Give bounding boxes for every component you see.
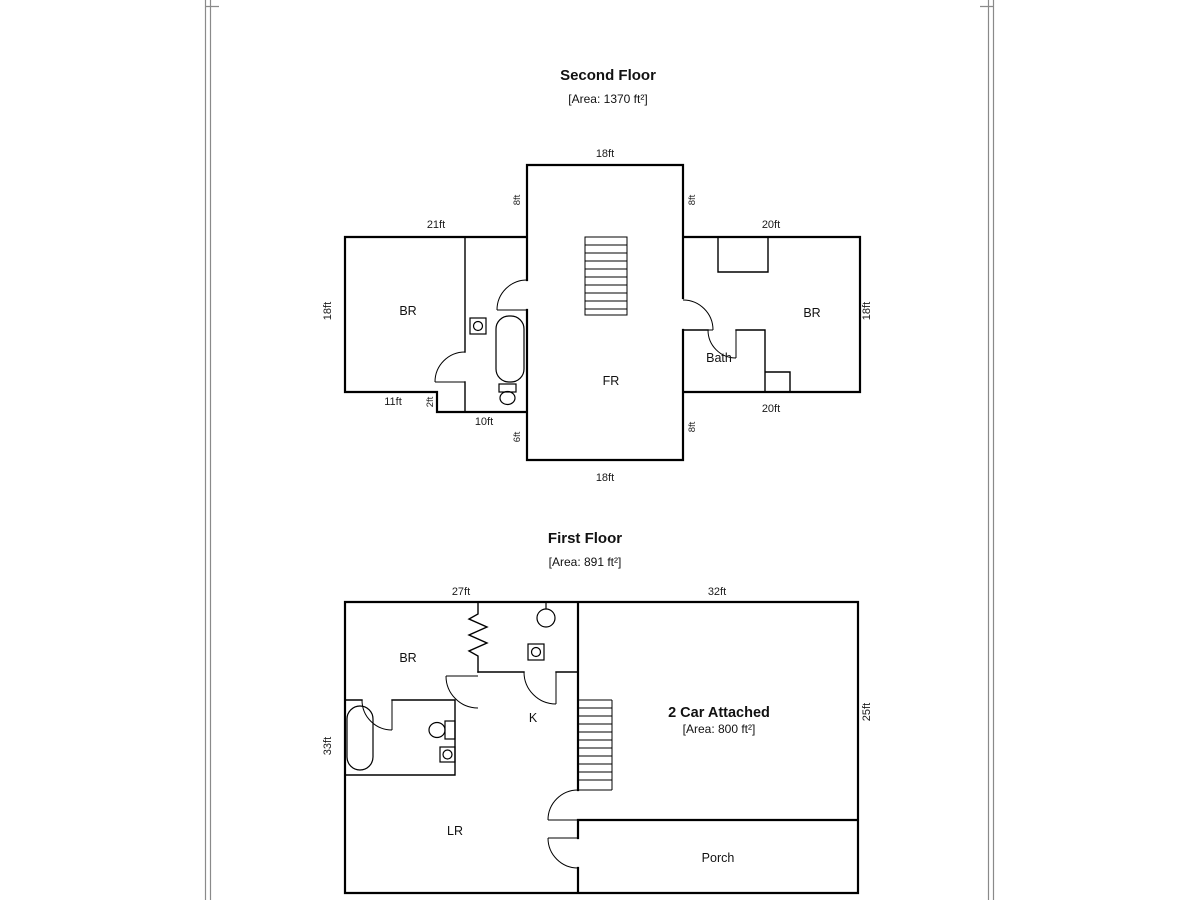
ff-interior-walls <box>344 671 579 776</box>
sf-room-br-right: BR <box>803 306 820 320</box>
sf-bathtub <box>495 315 525 383</box>
sf-dim-left-wing-top: 21ft <box>427 219 445 231</box>
ff-room-labels: BR K LR 2 Car Attached [Area: 800 ft²] P… <box>399 651 770 865</box>
second-floor-area-label: [Area: 1370 ft²] <box>568 92 647 106</box>
ff-room-lr: LR <box>447 824 463 838</box>
sf-dim-core-bottom-right: 8ft <box>687 421 698 432</box>
ff-garage-title: 2 Car Attached <box>668 705 770 721</box>
ff-stairs <box>578 699 613 791</box>
ff-garage-area-label: [Area: 800 ft²] <box>683 722 756 736</box>
page-border <box>204 0 995 900</box>
sf-dim-core-bottom-left: 6ft <box>512 431 523 442</box>
first-floor-title: First Floor <box>548 530 622 547</box>
ff-dim-garage-top: 32ft <box>708 586 726 598</box>
ff-room-kitchen: K <box>529 711 538 725</box>
ff-zigzag-wall <box>467 601 489 673</box>
second-floor-plan: 18ft 18ft 21ft 20ft 18ft 18ft 8ft 8ft 6f… <box>322 148 873 484</box>
ff-water-heater <box>536 608 556 628</box>
ff-utility-sink <box>527 643 545 661</box>
sf-room-fr: FR <box>603 374 620 388</box>
sf-sink <box>469 317 487 335</box>
sf-dim-left-wing-side: 18ft <box>322 302 334 320</box>
second-floor-title: Second Floor <box>560 67 656 84</box>
ff-toilet-bowl <box>428 721 446 739</box>
sf-dim-right-wing-side: 18ft <box>861 302 873 320</box>
sf-dim-right-wing-bottom: 20ft <box>762 403 780 415</box>
sf-stairs-outline <box>584 236 628 316</box>
sf-dim-core-top-right: 8ft <box>687 194 698 205</box>
first-floor-section: First Floor [Area: 891 ft²] <box>322 530 873 895</box>
second-floor-section: Second Floor [Area: 1370 ft²] <box>322 67 873 484</box>
sf-room-bath: Bath <box>706 351 732 365</box>
page-border-lines <box>204 0 995 900</box>
ff-room-br: BR <box>399 651 416 665</box>
sf-dim-top: 18ft <box>596 148 614 160</box>
sf-dimension-labels: 18ft 18ft 21ft 20ft 18ft 18ft 8ft 8ft 6f… <box>322 148 873 484</box>
ff-outer-walls <box>343 600 860 895</box>
first-floor-area-label: [Area: 891 ft²] <box>549 555 622 569</box>
ff-stairs-outline <box>578 699 613 791</box>
sf-toilet-bowl <box>499 390 516 406</box>
ff-door-arcs <box>361 671 579 869</box>
sf-dim-left-wing-bottom-right: 10ft <box>475 416 493 428</box>
ff-bathtub <box>346 705 374 771</box>
sf-bath-fixtures <box>469 315 525 406</box>
ff-room-porch: Porch <box>702 851 735 865</box>
sf-door-arcs <box>434 279 737 383</box>
ff-bath-sink <box>439 746 456 763</box>
sf-stairs <box>584 236 628 316</box>
first-floor-plan: 27ft 32ft 33ft 25ft BR K LR 2 Car Attach… <box>322 586 873 895</box>
sf-outer-walls <box>343 163 862 462</box>
ff-stairs-treads <box>578 707 612 781</box>
sf-room-br-left: BR <box>399 304 416 318</box>
sf-dim-right-wing-top: 20ft <box>762 219 780 231</box>
sf-dim-left-wing-bottom-left: 11ft <box>384 396 402 408</box>
sf-stairs-treads <box>585 244 627 310</box>
sf-room-labels: BR FR Bath BR <box>399 304 820 388</box>
ff-utility-sink-basin <box>530 646 542 658</box>
ff-dim-house-side: 33ft <box>322 737 334 755</box>
sf-dim-left-wing-bottom-step: 2ft <box>425 396 436 407</box>
ff-toilet-tank <box>444 720 456 740</box>
ff-dim-garage-side: 25ft <box>861 703 873 721</box>
ff-fixtures <box>346 602 556 771</box>
ff-dimension-labels: 27ft 32ft 33ft 25ft <box>322 586 873 755</box>
sf-toilet-tank <box>498 383 517 393</box>
ff-dim-house-top: 27ft <box>452 586 470 598</box>
sf-dim-bottom: 18ft <box>596 472 614 484</box>
ff-bath-sink-basin <box>442 749 453 760</box>
sf-sink-basin <box>472 320 484 332</box>
sf-dim-core-top-left: 8ft <box>512 194 523 205</box>
